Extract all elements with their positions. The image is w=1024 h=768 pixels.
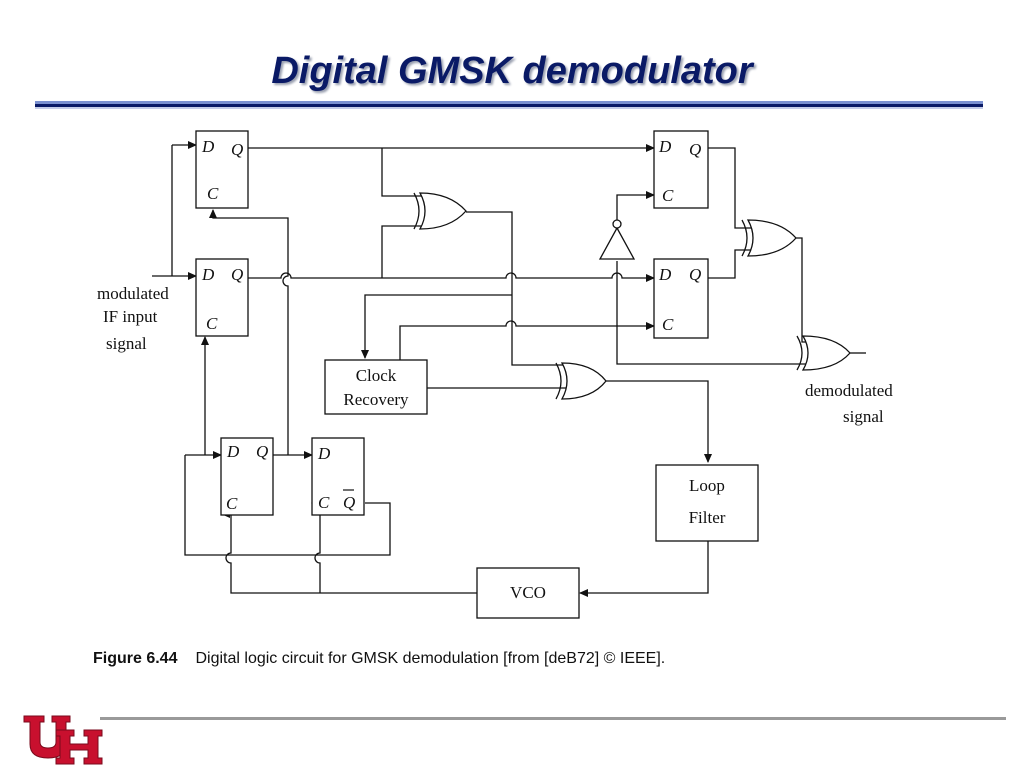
vco-label: VCO [510, 583, 546, 602]
flip-flop-1: D Q C [195, 130, 249, 209]
ff1-q-pin: Q [231, 140, 243, 159]
ff4-d-pin: D [317, 444, 331, 463]
clock-recovery-label-1: Clock [356, 366, 397, 385]
figure-number: Figure 6.44 [93, 650, 178, 667]
loop-filter-label-1: Loop [689, 476, 725, 495]
xor-gate-1 [413, 192, 467, 230]
output-label-line-1: demodulated [805, 381, 893, 400]
loop-filter-block: Loop Filter [655, 464, 759, 542]
flip-flop-4: D C Q [311, 437, 365, 516]
slide-title: Digital GMSK demodulator [271, 50, 753, 92]
vco-block: VCO [476, 567, 580, 619]
ff6-d-pin: D [658, 265, 672, 284]
ff2-q-pin: Q [231, 265, 243, 284]
inverter-gate [598, 219, 636, 260]
loop-filter-label-2: Filter [689, 508, 726, 527]
ff5-d-pin: D [658, 137, 672, 156]
university-logo [23, 715, 103, 765]
flip-flop-2: D Q C [195, 258, 249, 337]
flip-flop-5: D Q C [653, 130, 709, 209]
ff3-d-pin: D [226, 442, 240, 461]
xor-gate-4 [796, 335, 851, 371]
input-label-line-2: IF input [103, 307, 158, 326]
figure-caption: Figure 6.44 Digital logic circuit for GMS… [93, 650, 665, 668]
input-label-line-1: modulated [97, 284, 169, 303]
ff1-d-pin: D [201, 137, 215, 156]
clock-recovery-label-2: Recovery [343, 390, 409, 409]
clock-recovery-block: Clock Recovery [324, 359, 428, 415]
flip-flop-3: D Q C [220, 437, 274, 516]
input-signal-label: modulated IF input signal [97, 284, 169, 353]
input-label-line-3: signal [106, 334, 147, 353]
output-signal-label: demodulated signal [805, 381, 893, 426]
xor-gate-2 [555, 362, 607, 400]
ff3-c-pin: C [226, 494, 238, 513]
flip-flop-6: D Q C [653, 258, 709, 339]
ff4-qbar-pin: Q [343, 493, 355, 512]
output-label-line-2: signal [843, 407, 884, 426]
title-underline [35, 101, 983, 109]
ff2-d-pin: D [201, 265, 215, 284]
ff5-c-pin: C [662, 186, 674, 205]
caption-text: Digital logic circuit for GMSK demodulat… [195, 650, 666, 667]
xor-gate-3 [741, 219, 797, 257]
footer-divider [100, 717, 1006, 720]
ff6-c-pin: C [662, 315, 674, 334]
circuit-diagram: D Q C D Q C D Q C D C Q D Q C D Q C [97, 130, 893, 619]
ff3-q-pin: Q [256, 442, 268, 461]
ff2-c-pin: C [206, 314, 218, 333]
wires [152, 141, 866, 597]
ff1-c-pin: C [207, 184, 219, 203]
ff6-q-pin: Q [689, 265, 701, 284]
ff4-c-pin: C [318, 493, 330, 512]
ff5-q-pin: Q [689, 140, 701, 159]
